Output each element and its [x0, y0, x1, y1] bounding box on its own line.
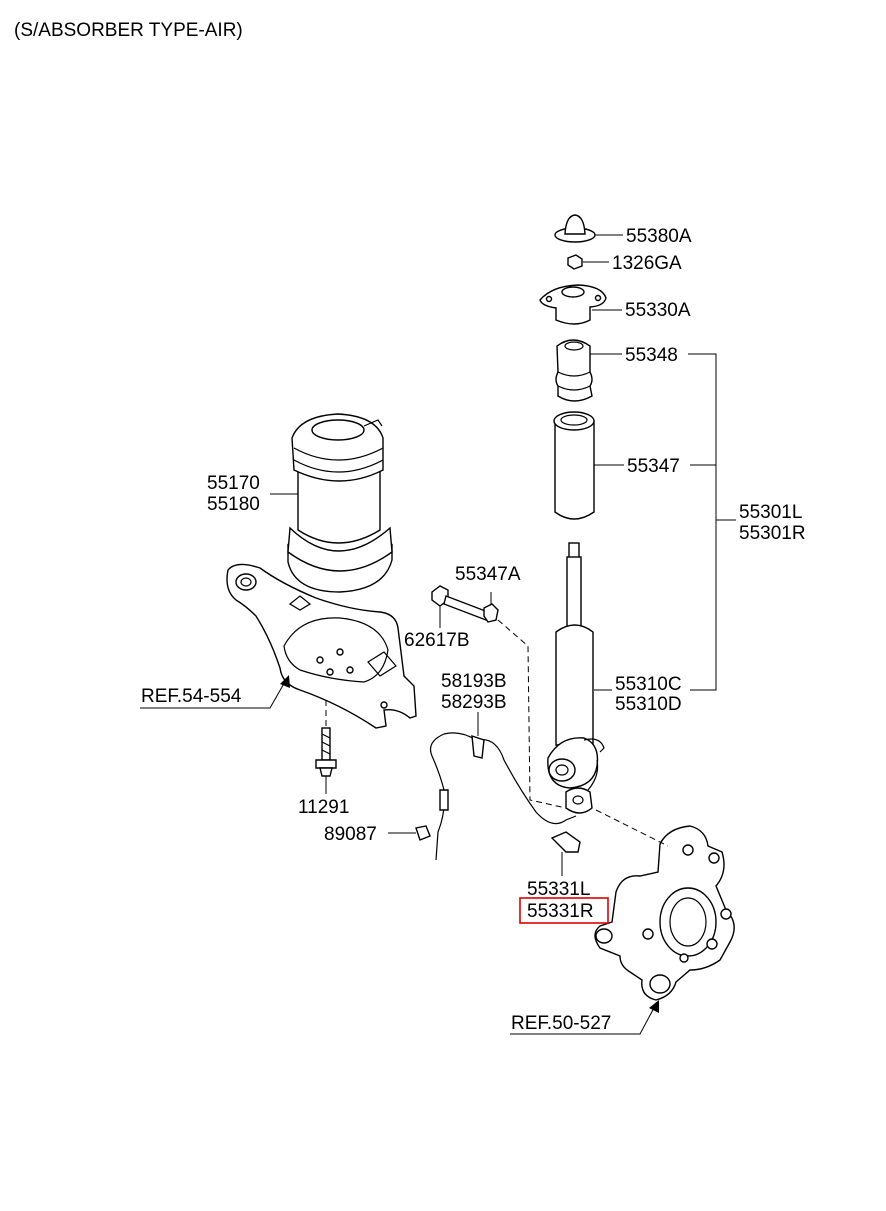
bolt-62617B-part[interactable] — [431, 585, 489, 621]
label-11291: 11291 — [298, 797, 349, 818]
label-ref-54-554: REF.54-554 — [141, 686, 242, 707]
label-55310C: 55310C — [615, 674, 682, 695]
label-55301L: 55301L — [739, 502, 802, 523]
label-55180: 55180 — [207, 494, 260, 515]
label-58293B: 58293B — [441, 692, 507, 713]
label-55310D: 55310D — [615, 694, 682, 715]
bump-stopper-part[interactable] — [555, 339, 593, 402]
air-spring-part[interactable] — [287, 413, 393, 593]
label-55330A: 55330A — [625, 300, 691, 321]
bracket-55331-part[interactable] — [550, 831, 581, 853]
label-55170: 55170 — [207, 473, 260, 494]
label-55380A: 55380A — [626, 226, 692, 247]
highlight-box-55331R — [519, 897, 609, 924]
label-55301R: 55301R — [739, 523, 806, 544]
clip-89087-part[interactable] — [415, 825, 431, 841]
label-55331L: 55331L — [527, 879, 590, 900]
bolt-11291-part[interactable] — [315, 727, 337, 777]
label-58193B: 58193B — [441, 671, 507, 692]
dust-cover-part[interactable] — [553, 411, 595, 520]
label-55347A: 55347A — [455, 564, 521, 585]
sensor-cable-part[interactable] — [429, 732, 577, 861]
label-55331R: 55331R — [527, 901, 594, 922]
part-labels: 55380A 1326GA 55330A 55348 55347 55301L … — [141, 226, 806, 1034]
nut-part[interactable] — [567, 254, 583, 270]
label-55347: 55347 — [627, 456, 680, 477]
shock-absorber-part[interactable] — [547, 542, 605, 814]
lower-arm-part[interactable] — [226, 563, 417, 729]
label-55348: 55348 — [625, 345, 678, 366]
nut-55347A-part[interactable] — [483, 603, 499, 623]
knuckle-part[interactable] — [594, 825, 735, 1001]
label-1326GA: 1326GA — [612, 253, 682, 274]
label-62617B: 62617B — [404, 630, 470, 651]
leader-lines — [140, 234, 736, 1035]
strut-mount-part[interactable] — [539, 284, 607, 325]
diagram-title: (S/ABSORBER TYPE-AIR) — [14, 20, 243, 41]
label-89087: 89087 — [324, 824, 377, 845]
label-ref-50-527: REF.50-527 — [511, 1013, 611, 1034]
dust-cap-part[interactable] — [554, 214, 596, 243]
